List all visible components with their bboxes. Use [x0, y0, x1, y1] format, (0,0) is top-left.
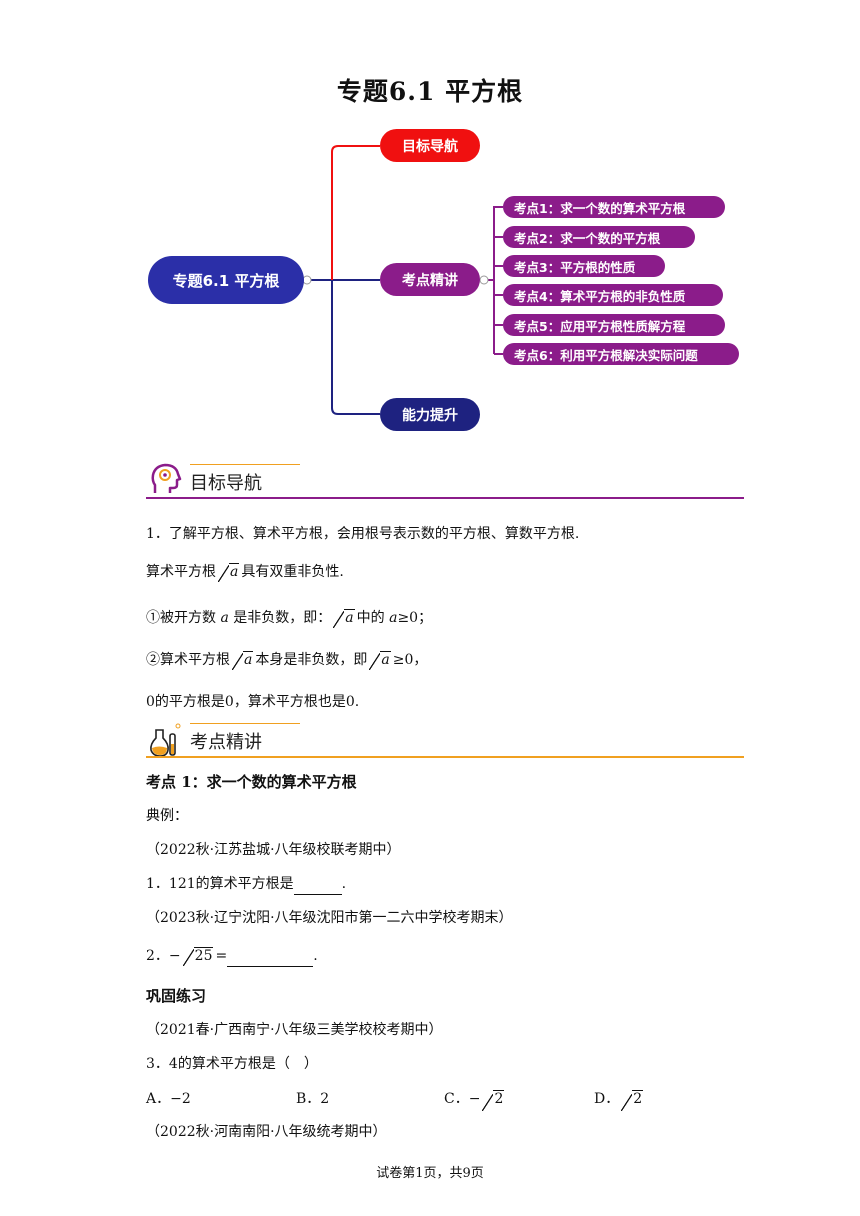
sqrt-a: a [369, 650, 391, 670]
source-3: （2021春·广西南宁·八年级三美学校校考期中） [146, 1022, 443, 1038]
question-2: 2．−25= . [146, 946, 318, 967]
sqrt-a: a [232, 650, 254, 670]
point1-title: 考点 1：求一个数的算术平方根 [146, 773, 357, 791]
option-b[interactable]: B．2 [296, 1091, 330, 1107]
mindmap-branch-goal: 目标导航 [380, 129, 480, 162]
goal-line-5: 0的平方根是0，算术平方根也是0. [146, 694, 360, 710]
mindmap-point-3: 考点3：平方根的性质 [503, 255, 665, 277]
mindmap-point-5: 考点5：应用平方根性质解方程 [503, 314, 725, 336]
mindmap-branch-ability: 能力提升 [380, 398, 480, 431]
sqrt-2: 2 [621, 1090, 644, 1111]
answer-blank[interactable] [227, 946, 314, 967]
question-1: 1．121的算术平方根是 . [146, 874, 346, 895]
sqrt-2: 2 [482, 1090, 505, 1111]
answer-blank[interactable] [293, 874, 342, 895]
mindmap-point-4: 考点4：算术平方根的非负性质 [503, 284, 723, 306]
option-c[interactable]: C．−2 [444, 1090, 505, 1111]
goal-line-1: 1．了解平方根、算术平方根，会用根号表示数的平方根、算数平方根. [146, 526, 580, 542]
source-1: （2022秋·江苏盐城·八年级校联考期中） [146, 842, 401, 858]
sqrt-a: a [333, 608, 355, 628]
section-points-header: 考点精讲 [146, 722, 744, 758]
mindmap-connectors [302, 145, 503, 415]
example-label: 典例： [146, 808, 188, 824]
question-3: 3．4的算术平方根是（ ） [146, 1056, 318, 1072]
source-4: （2022秋·河南南阳·八年级统考期中） [146, 1124, 387, 1140]
mindmap-point-6: 考点6：利用平方根解决实际问题 [503, 343, 739, 365]
mindmap-root: 专题6.1 平方根 [148, 256, 304, 304]
mindmap-branch-points: 考点精讲 [380, 263, 480, 296]
flask-icon [150, 723, 181, 757]
option-d[interactable]: D．2 [594, 1090, 644, 1111]
page-footer: 试卷第1页，共9页 [376, 1166, 484, 1181]
sqrt-a: a [218, 562, 240, 582]
source-2: （2023秋·辽宁沈阳·八年级沈阳市第一二六中学校考期末） [146, 910, 513, 926]
section-points-heading: 考点精讲 [190, 732, 262, 753]
practice-label: 巩固练习 [146, 987, 207, 1005]
mindmap-point-2: 考点2：求一个数的平方根 [503, 226, 695, 248]
option-a[interactable]: A．−2 [146, 1091, 191, 1107]
section-goal-heading: 目标导航 [190, 473, 262, 494]
head-brain-icon [151, 463, 182, 493]
section-goal-header: 目标导航 [146, 463, 744, 499]
mindmap-point-1: 考点1：求一个数的算术平方根 [503, 196, 725, 218]
sqrt-25: 25 [182, 946, 214, 966]
page-title: 专题6.1 平方根 [336, 77, 524, 106]
